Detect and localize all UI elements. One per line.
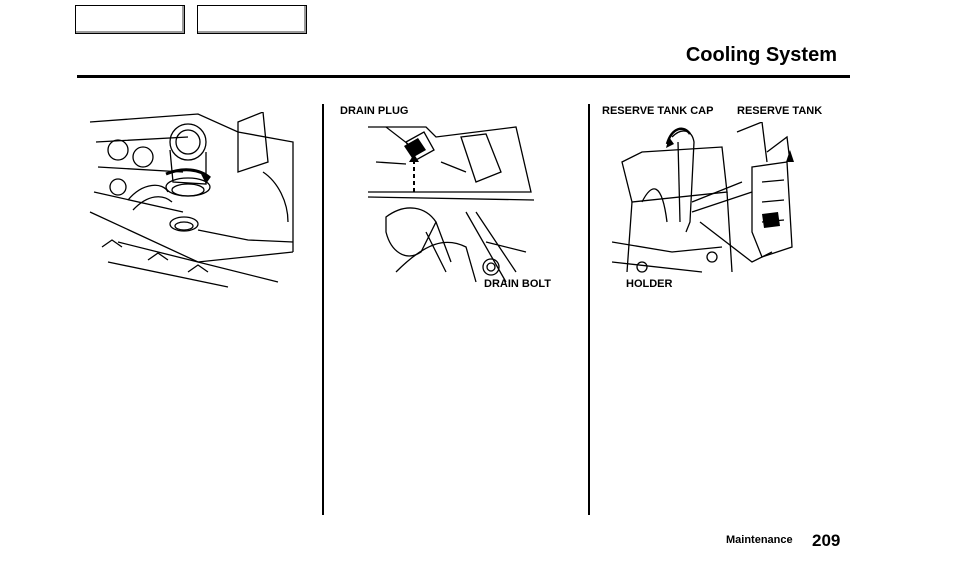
title-rule	[77, 75, 850, 78]
column-divider-left	[322, 104, 324, 515]
page-number: 209	[812, 531, 841, 550]
reserve-tank-cap-label: RESERVE TANK CAP	[602, 105, 714, 117]
drain-plug-illustration	[367, 126, 534, 283]
nav-button-2[interactable]	[197, 5, 307, 34]
holder-label: HOLDER	[626, 278, 673, 290]
reserve-tank-label: RESERVE TANK	[737, 105, 823, 117]
drain-bolt-label: DRAIN BOLT	[484, 278, 552, 290]
footer-section-label: Maintenance	[726, 534, 793, 546]
drain-plug-label: DRAIN PLUG	[340, 105, 409, 117]
page-title: Cooling System	[685, 44, 837, 66]
nav-button-1[interactable]	[75, 5, 185, 34]
column-divider-right	[588, 104, 590, 515]
radiator-cap-illustration	[89, 112, 294, 288]
reserve-tank-illustration	[612, 122, 794, 273]
